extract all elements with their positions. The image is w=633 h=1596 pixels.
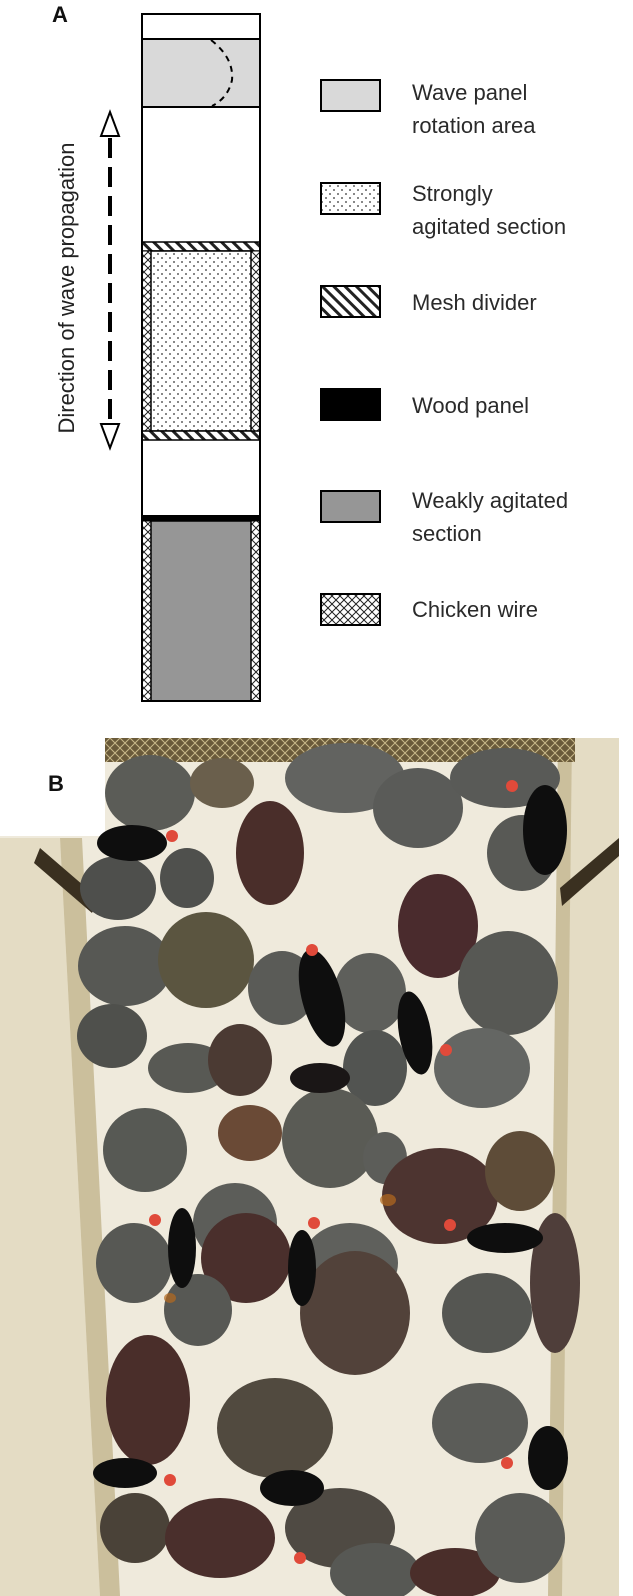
legend-swatch-wave-panel-rotation-area	[320, 79, 381, 112]
panel-a-label: A	[52, 2, 68, 27]
wood-panel	[142, 515, 260, 521]
legend-label-chicken-wire: Chicken wire	[412, 597, 538, 622]
axis-label: Direction of wave propagation	[54, 142, 79, 433]
red-tags	[149, 780, 518, 1564]
legend-swatch-mesh-divider	[320, 285, 381, 318]
sea-cucumbers	[93, 785, 568, 1506]
legend-swatch-chicken-wire	[320, 593, 381, 626]
strongly-agitated-section	[150, 250, 252, 432]
right-wood-wall	[560, 738, 619, 1596]
legend-label-wood-panel: Wood panel	[412, 393, 530, 418]
mesh-divider-top	[141, 241, 261, 252]
chicken-wire-right-lower	[250, 520, 261, 702]
tank-photograph	[0, 738, 619, 1596]
rocks	[77, 743, 580, 1596]
chicken-wire-left-lower	[141, 520, 152, 702]
legend-swatch-strongly-agitated-section	[320, 182, 381, 215]
legend-label-mesh-divider: Mesh divider	[412, 290, 537, 315]
weakly-agitated-section	[150, 520, 252, 702]
wave-panel-rotation-area	[141, 38, 261, 108]
tank-schematic: Direction of wave propagation	[54, 13, 381, 702]
mesh-divider-bottom	[141, 430, 261, 441]
chicken-wire-right-upper	[250, 250, 261, 432]
left-wood-wall	[0, 838, 100, 1596]
legend-swatch-weakly-agitated-section	[320, 490, 381, 523]
direction-arrow	[99, 109, 121, 451]
wave-panel-arc	[210, 39, 234, 107]
panel-b-label: B	[48, 771, 64, 796]
chicken-wire-left-upper	[141, 250, 152, 432]
legend-label-wave-panel-rotation-area: Wave panel rotation area	[412, 80, 536, 138]
legend-label-weakly-agitated-section: Weakly agitated section	[412, 488, 569, 546]
legend-label-strongly-agitated-section: Strongly agitated section	[412, 181, 567, 239]
legend-swatch-wood-panel	[320, 388, 381, 421]
